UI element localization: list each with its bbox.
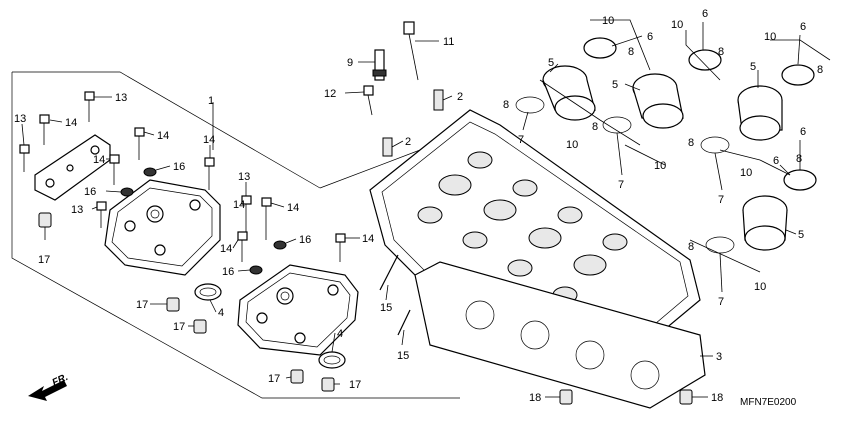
insulator-3 (737, 64, 815, 141)
sensor-bolt (363, 85, 374, 116)
callout-4-left: 4 (218, 307, 224, 319)
callout-14-f: 14 (220, 243, 232, 255)
callout-10-g: 10 (754, 281, 766, 293)
callout-13-d: 13 (238, 171, 250, 183)
cover-dowels (38, 212, 335, 392)
callout-6-a: 6 (647, 31, 653, 43)
leader-lines (21, 19, 831, 398)
spark-plug (372, 49, 387, 81)
callout-16-d: 16 (222, 266, 234, 278)
front-arrow: FR. (28, 372, 70, 401)
callout-8-g: 8 (796, 153, 802, 165)
insulator-2 (632, 49, 722, 129)
callout-5-d: 5 (798, 229, 804, 241)
insulator-1 (542, 37, 617, 121)
callout-6-e: 6 (773, 155, 779, 167)
callout-2-pin-top: 2 (457, 91, 463, 103)
callout-5-c: 5 (750, 61, 756, 73)
callout-11: 11 (443, 36, 454, 48)
callout-7-b: 7 (618, 179, 624, 191)
head-gasket (414, 261, 706, 409)
callout-14-d: 14 (93, 154, 105, 166)
callout-1: 1 (208, 95, 214, 107)
callout-17-c: 17 (173, 321, 185, 333)
callout-10-a: 10 (602, 15, 614, 27)
callout-8-f: 8 (688, 137, 694, 149)
callout-16-a: 16 (173, 161, 185, 173)
drawing-code: MFN7E0200 (740, 397, 797, 408)
callout-7-a: 7 (518, 134, 524, 146)
callout-8-a: 8 (628, 46, 634, 58)
callout-8-e: 8 (592, 121, 598, 133)
callout-17-b: 17 (136, 299, 148, 311)
callout-10-b: 10 (671, 19, 683, 31)
callout-13-a: 13 (115, 92, 127, 104)
callout-10-d: 10 (566, 139, 578, 151)
callout-10-e: 10 (654, 160, 666, 172)
callout-14-g: 14 (362, 233, 374, 245)
callout-14-a: 14 (65, 117, 77, 129)
insulator-4 (742, 169, 817, 251)
callout-5-a: 5 (548, 57, 554, 69)
callout-6-c: 6 (800, 21, 806, 33)
oil-control-bolt (403, 21, 419, 81)
callout-7-d: 7 (718, 296, 724, 308)
callout-14-c: 14 (203, 134, 215, 146)
cover-seals (194, 283, 346, 369)
head-studs (379, 254, 411, 336)
callout-12: 12 (324, 88, 336, 100)
callout-8-d: 8 (503, 99, 509, 111)
callout-10-c: 10 (764, 31, 776, 43)
callout-18-a: 18 (529, 392, 541, 404)
cylinder-head-cover-upper (104, 179, 221, 276)
callout-5-b: 5 (612, 79, 618, 91)
callout-labels: 1 2 2 3 4 4 5 5 5 5 6 6 6 6 6 7 7 7 7 8 … (14, 8, 823, 404)
callout-18-b: 18 (711, 392, 723, 404)
front-arrow-icon (28, 380, 67, 401)
callout-14-b: 14 (157, 130, 169, 142)
callout-9: 9 (347, 57, 353, 69)
callout-8-c: 8 (817, 64, 823, 76)
callout-7-c: 7 (718, 194, 724, 206)
cover-bracket (34, 134, 111, 201)
head-dowels (559, 389, 693, 405)
front-indicator-label: FR. (51, 372, 70, 389)
callout-15-b: 15 (397, 350, 409, 362)
callout-13-b: 13 (14, 113, 26, 125)
callout-14-h: 14 (233, 199, 245, 211)
callout-16-c: 16 (299, 234, 311, 246)
head-cover-group-outline (11, 71, 460, 399)
callout-17-e: 17 (349, 379, 361, 391)
intake-insulators (515, 37, 817, 254)
callout-17-d: 17 (268, 373, 280, 385)
callout-8-h: 8 (688, 241, 694, 253)
callout-15-a: 15 (380, 302, 392, 314)
callout-16-b: 16 (84, 186, 96, 198)
cylinder-head-cover-lower (237, 264, 359, 356)
callout-14-e: 14 (287, 202, 299, 214)
callout-2-pin-left: 2 (405, 136, 411, 148)
callout-6-d: 6 (800, 126, 806, 138)
callout-3: 3 (716, 351, 722, 363)
callout-10-f: 10 (740, 167, 752, 179)
callout-4-right: 4 (337, 328, 343, 340)
callout-13-c: 13 (71, 204, 83, 216)
callout-8-b: 8 (718, 46, 724, 58)
cover-grommets (120, 167, 287, 275)
callout-17-a: 17 (38, 254, 50, 266)
callout-6-b: 6 (702, 8, 708, 20)
